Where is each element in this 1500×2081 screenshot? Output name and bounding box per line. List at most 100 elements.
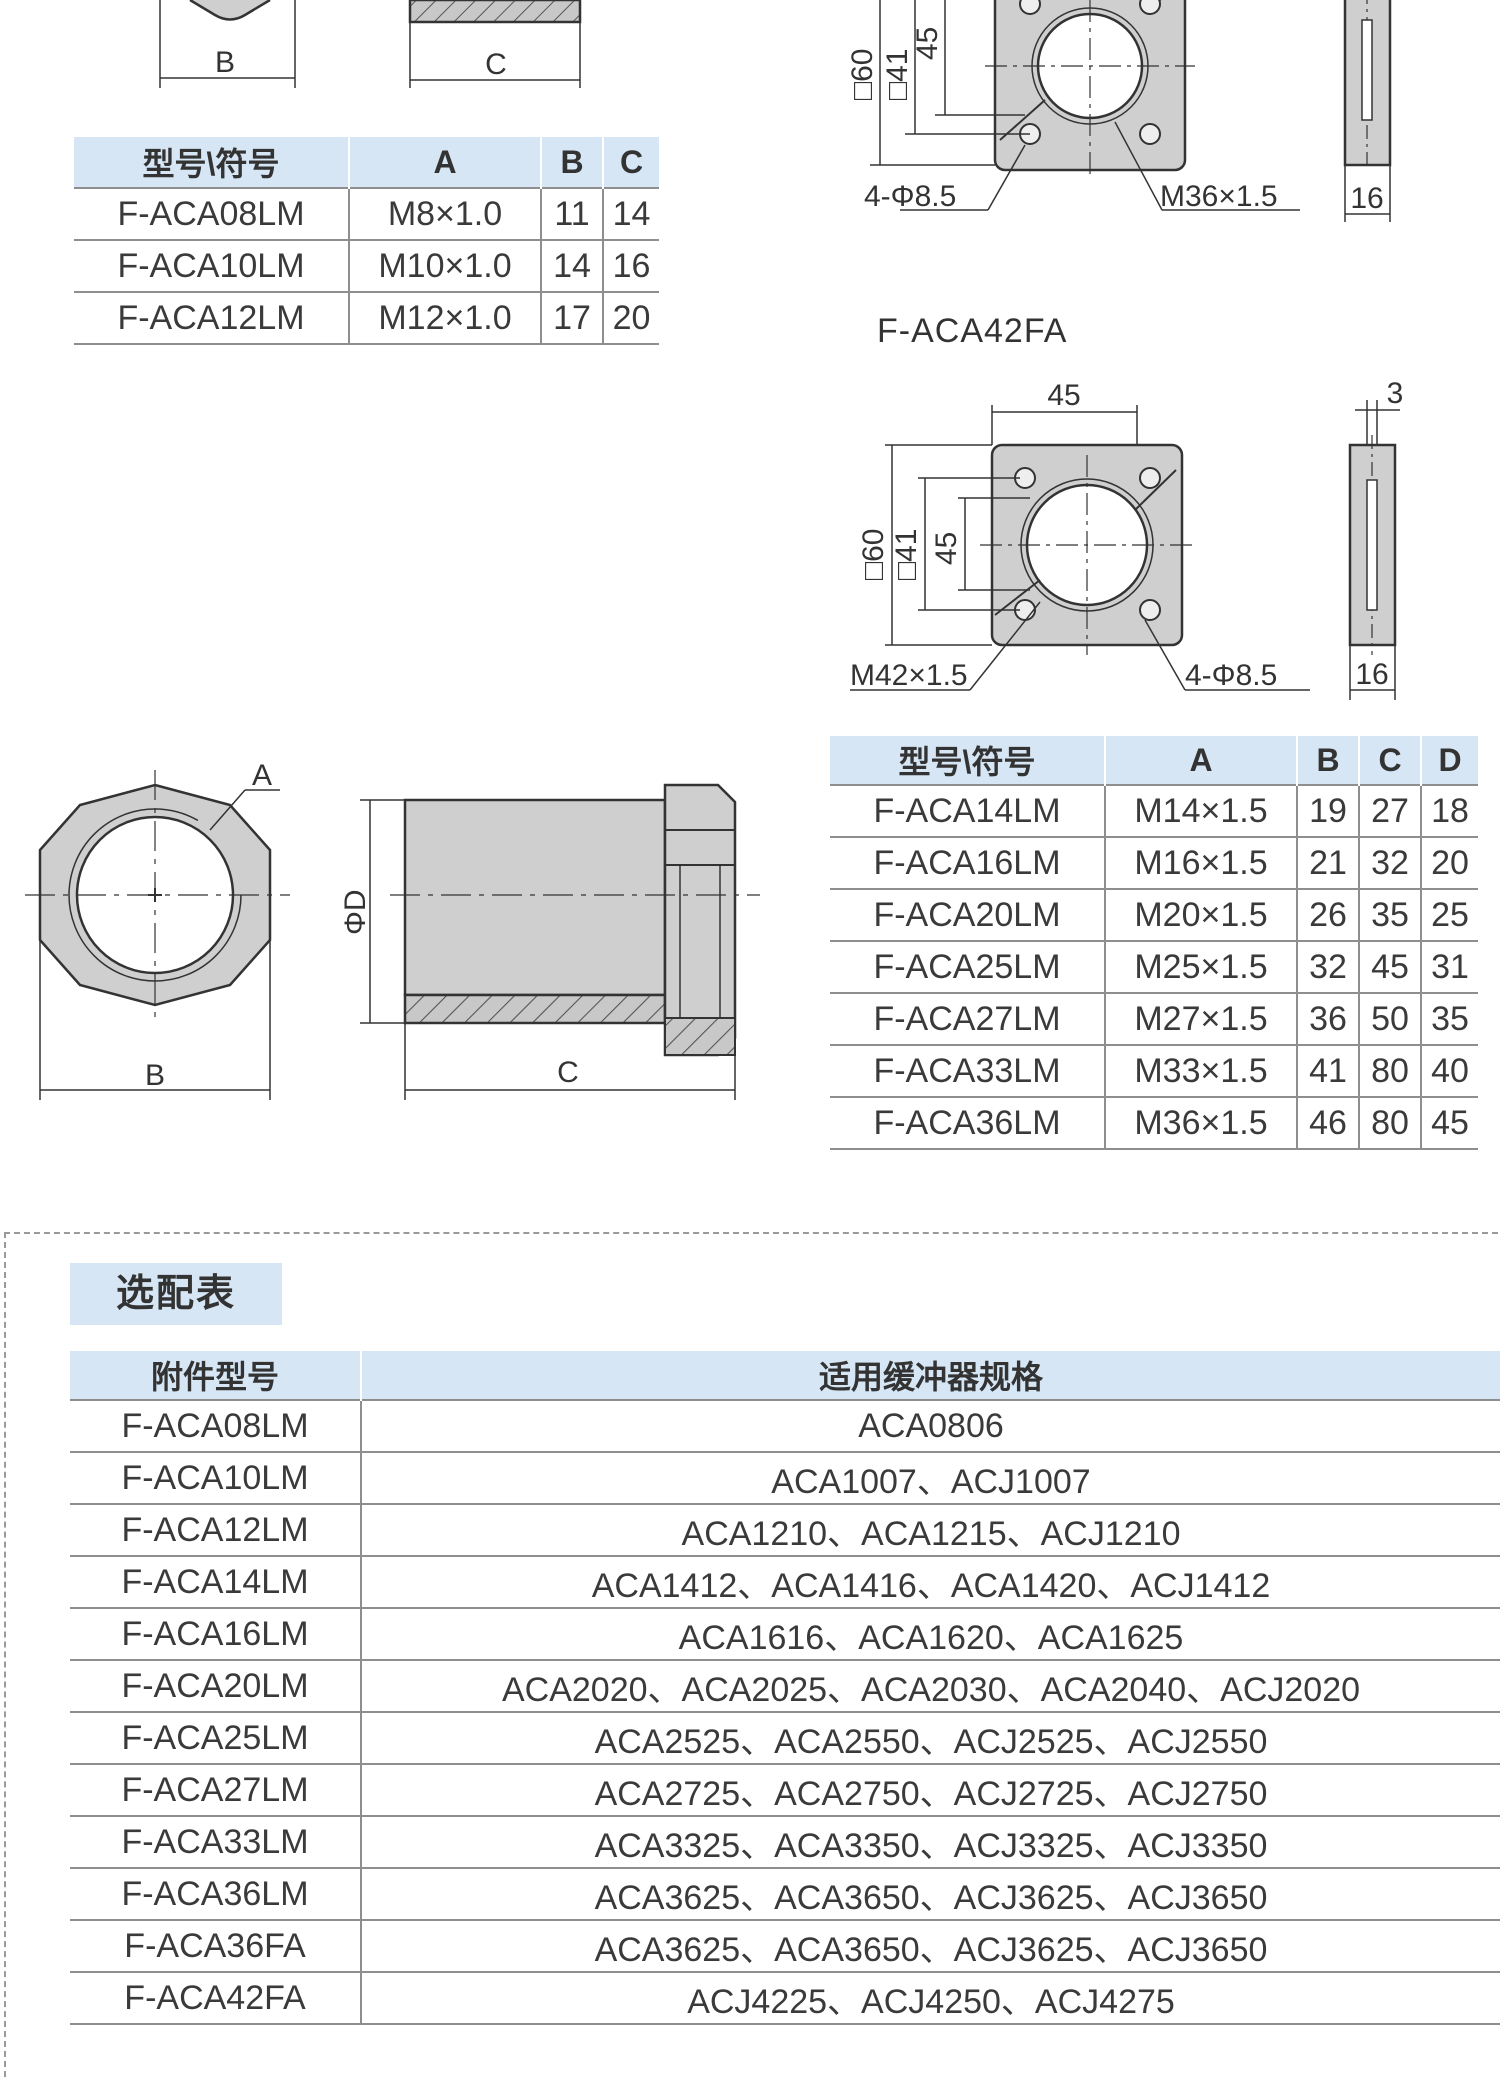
cell-d: 25 [1421, 888, 1478, 941]
cell-spec: ACA1210、ACA1215、ACJ1210 [361, 1503, 1500, 1556]
cell-a: M33×1.5 [1105, 1044, 1298, 1097]
cell-b: 36 [1297, 992, 1360, 1045]
header-a: A [349, 137, 542, 188]
cell-model: F-ACA12LM [70, 1503, 362, 1556]
header-model: 型号\符号 [74, 137, 350, 188]
dim-45: 45 [930, 532, 963, 565]
cell-c: 14 [603, 187, 659, 240]
cell-a: M16×1.5 [1105, 836, 1298, 889]
table-row: F-ACA12LM M12×1.0 17 20 [74, 291, 659, 345]
drawing-36fa: □60 □41 45 4-Φ8.5 M36×1.5 16 [846, 0, 1392, 222]
cell-c: 80 [1359, 1044, 1422, 1097]
cell-model: F-ACA10LM [74, 239, 350, 292]
fa42-title: F-ACA42FA [877, 312, 1068, 350]
cell-spec: ACA2725、ACA2750、ACJ2725、ACJ2750 [361, 1763, 1500, 1816]
cell-model: F-ACA08LM [74, 187, 350, 240]
cell-spec: ACA0806 [361, 1399, 1500, 1452]
top-label-c: C [485, 48, 507, 81]
cell-c: 32 [1359, 836, 1422, 889]
cell-a: M20×1.5 [1105, 888, 1298, 941]
header-d: D [1421, 736, 1478, 785]
cell-model: F-ACA27LM [70, 1763, 362, 1816]
cell-model: F-ACA08LM [70, 1399, 362, 1452]
dim-top: 45 [1047, 379, 1080, 412]
sleeve-hex [663, 783, 737, 1057]
cell-model: F-ACA16LM [70, 1607, 362, 1660]
dim-45: 45 [911, 27, 944, 60]
cell-model: F-ACA20LM [830, 888, 1106, 941]
dim-60: □60 [857, 529, 890, 581]
cell-c: 35 [1359, 888, 1422, 941]
cell-spec: ACA1412、ACA1416、ACA1420、ACJ1412 [361, 1555, 1500, 1608]
cell-a: M25×1.5 [1105, 940, 1298, 993]
cell-c: 50 [1359, 992, 1422, 1045]
header-b: B [1297, 736, 1360, 785]
label-a: A [252, 759, 272, 792]
cell-spec: ACA3625、ACA3650、ACJ3625、ACJ3650 [361, 1867, 1500, 1920]
cell-model: F-ACA36LM [830, 1096, 1106, 1150]
cell-model: F-ACA33LM [70, 1815, 362, 1868]
cell-spec: ACA1616、ACA1620、ACA1625 [361, 1607, 1500, 1660]
cell-d: 18 [1421, 784, 1478, 837]
cell-model: F-ACA25LM [830, 940, 1106, 993]
cell-model: F-ACA16LM [830, 836, 1106, 889]
thickness-label: 16 [1355, 658, 1388, 691]
selection-title: 选配表 [70, 1263, 282, 1325]
cell-a: M10×1.0 [349, 239, 542, 292]
cell-model: F-ACA25LM [70, 1711, 362, 1764]
table-row: F-ACA10LM M10×1.0 14 16 [74, 239, 659, 292]
thickness-label: 16 [1350, 182, 1383, 215]
header-a: A [1105, 736, 1298, 785]
cell-model: F-ACA36LM [70, 1867, 362, 1920]
cell-b: 19 [1297, 784, 1360, 837]
cell-a: M27×1.5 [1105, 992, 1298, 1045]
cell-model: F-ACA14LM [830, 784, 1106, 837]
cell-c: 80 [1359, 1096, 1422, 1150]
cell-model: F-ACA27LM [830, 992, 1106, 1045]
drawing-nut: A B ΦD C [25, 759, 760, 1100]
label-d: ΦD [339, 889, 372, 935]
cell-b: 11 [541, 187, 604, 240]
cell-model: F-ACA20LM [70, 1659, 362, 1712]
drawing-42fa: 45 □60 □41 45 M42×1.5 4-Φ8.5 3 16 [850, 377, 1403, 700]
header-applicable-spec: 适用缓冲器规格 [361, 1351, 1500, 1400]
cell-model: F-ACA12LM [74, 291, 350, 345]
cell-spec: ACA3625、ACA3650、ACJ3625、ACJ3650 [361, 1919, 1500, 1972]
header-model: 型号\符号 [830, 736, 1106, 785]
cell-spec: ACA2525、ACA2550、ACJ2525、ACJ2550 [361, 1711, 1500, 1764]
cell-d: 40 [1421, 1044, 1478, 1097]
table-row: F-ACA08LM M8×1.0 11 14 [74, 187, 659, 240]
dim-60: □60 [846, 49, 879, 101]
cell-model: F-ACA10LM [70, 1451, 362, 1504]
cell-d: 35 [1421, 992, 1478, 1045]
dim-41: □41 [881, 49, 914, 101]
label-b: B [145, 1059, 165, 1092]
selection-section-border [4, 1232, 1498, 2077]
cell-b: 14 [541, 239, 604, 292]
header-c: C [603, 137, 659, 188]
sleeve-bottom [408, 0, 582, 24]
cell-spec: ACA1007、ACJ1007 [361, 1451, 1500, 1504]
cell-c: 20 [603, 291, 659, 345]
cell-d: 31 [1421, 940, 1478, 993]
hex-nut-bottom [189, 0, 271, 21]
drawing-top-left: B C [159, 0, 582, 88]
cell-model: F-ACA14LM [70, 1555, 362, 1608]
thread-label: M42×1.5 [850, 659, 968, 692]
small-spec-table: 型号\符号 A B C F-ACA08LM M8×1.0 11 14 F-ACA… [74, 137, 659, 345]
cell-c: 45 [1359, 940, 1422, 993]
holes-label: 4-Φ8.5 [1185, 659, 1277, 692]
